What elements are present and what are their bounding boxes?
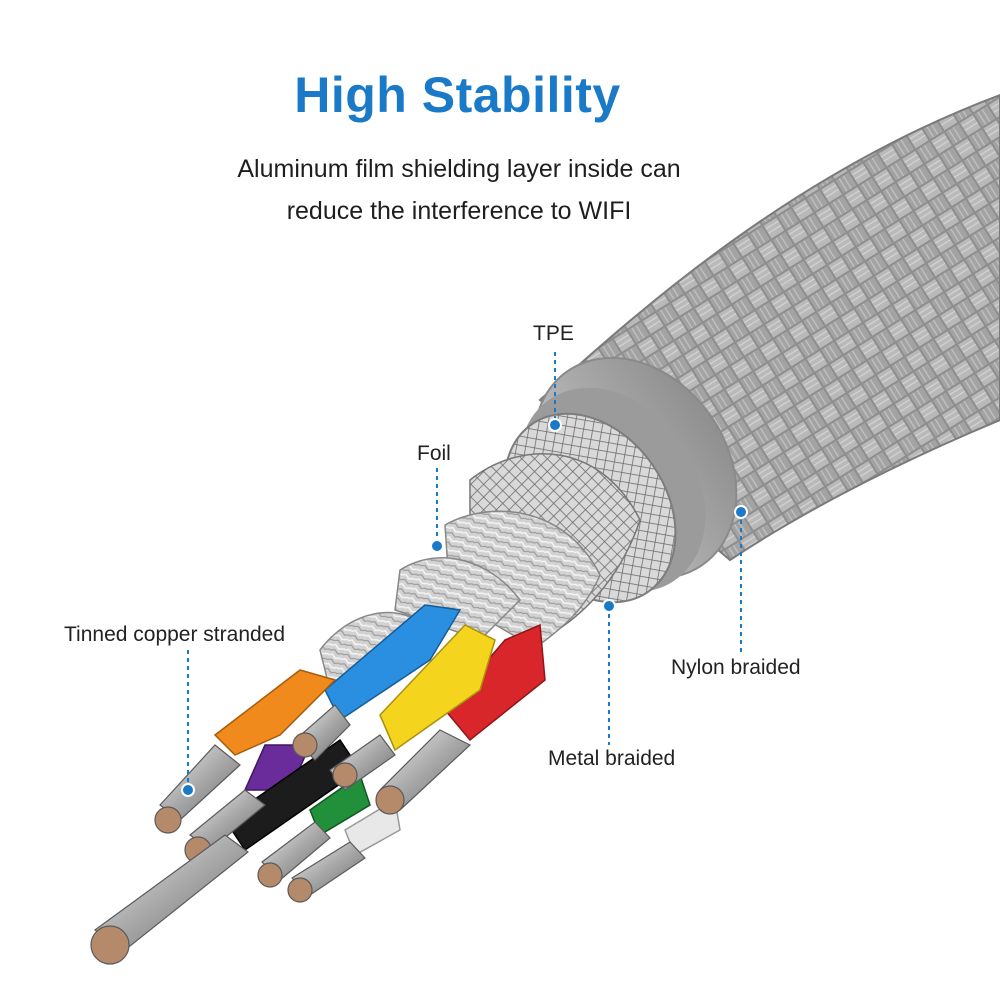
nylon-braided-label: Nylon braided xyxy=(671,656,801,679)
blue-wire xyxy=(324,604,462,722)
metal-callout-dot xyxy=(602,599,616,613)
tinned-copper-strands xyxy=(90,704,472,965)
tpe-callout-dot xyxy=(548,418,562,432)
page-title: High Stability xyxy=(294,67,621,123)
tinned-copper-label: Tinned copper stranded xyxy=(64,623,286,646)
subtitle-line-1: Aluminum film shielding layer inside can xyxy=(237,155,681,183)
nylon-callout-dot xyxy=(734,505,748,519)
inner-wires xyxy=(213,604,546,857)
callouts xyxy=(187,352,742,790)
foil-label: Foil xyxy=(417,442,451,465)
foil-callout-dot xyxy=(430,539,444,553)
metal-braided-label: Metal braided xyxy=(548,747,676,770)
subtitle: Aluminum film shielding layer inside can… xyxy=(0,148,918,232)
tpe-label: TPE xyxy=(533,322,574,345)
orange-wire xyxy=(213,669,337,756)
tinned-callout-dot xyxy=(181,783,195,797)
callout-dots xyxy=(181,418,748,797)
subtitle-line-2: reduce the interference to WIFI xyxy=(286,197,632,225)
yellow-wire xyxy=(379,624,496,752)
